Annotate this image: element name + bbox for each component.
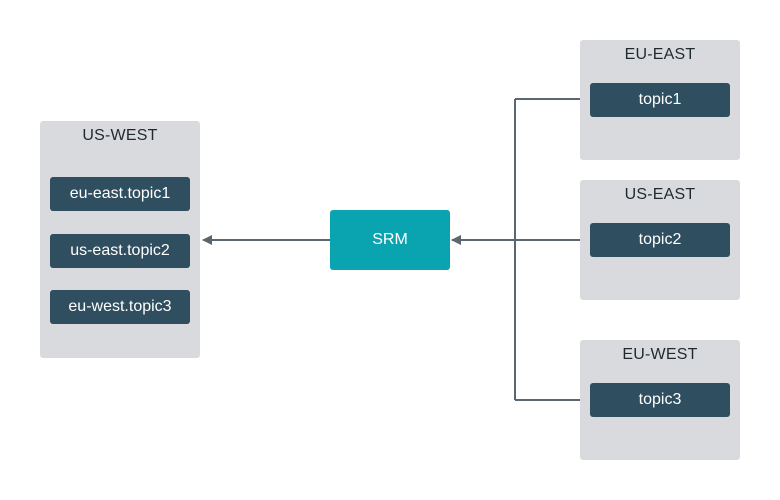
source-cluster-us-east: US-EAST topic2 xyxy=(580,180,740,300)
cluster-title: US-WEST xyxy=(82,127,158,144)
replicated-topic-box: eu-east.topic1 xyxy=(50,177,190,211)
source-cluster-eu-west: EU-WEST topic3 xyxy=(580,340,740,460)
source-topic-box: topic1 xyxy=(590,83,730,117)
cluster-title: EU-EAST xyxy=(624,46,696,63)
cluster-title: EU-WEST xyxy=(622,346,698,363)
target-cluster-us-west: US-WEST eu-east.topic1 us-east.topic2 eu… xyxy=(40,121,200,358)
cluster-title: US-EAST xyxy=(624,186,696,203)
srm-node: SRM xyxy=(330,210,450,270)
source-cluster-eu-east: EU-EAST topic1 xyxy=(580,40,740,160)
replicated-topic-box: eu-west.topic3 xyxy=(50,290,190,324)
replicated-topic-box: us-east.topic2 xyxy=(50,234,190,268)
source-topic-box: topic2 xyxy=(590,223,730,257)
source-topic-box: topic3 xyxy=(590,383,730,417)
